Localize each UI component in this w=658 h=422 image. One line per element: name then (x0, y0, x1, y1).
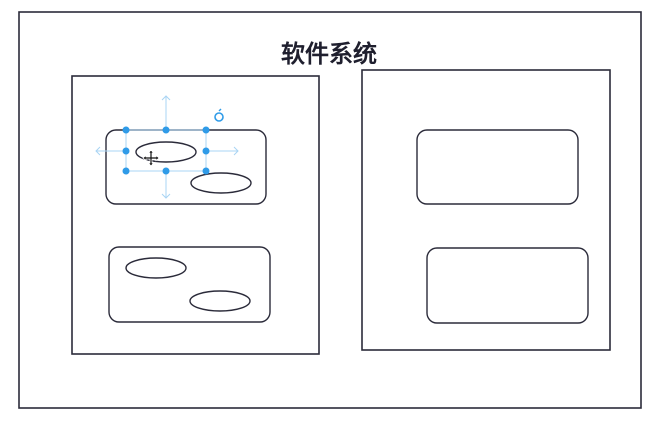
right-bottom-box[interactable] (426, 247, 589, 324)
selection-box (125, 129, 207, 172)
move-cursor-icon (142, 149, 160, 167)
ellipse-2[interactable] (190, 172, 252, 194)
right-container[interactable] (361, 69, 611, 351)
ellipse-1[interactable] (135, 141, 197, 163)
resize-handle-bottom[interactable] (162, 167, 170, 175)
resize-handles[interactable] (122, 126, 210, 175)
ellipse-4[interactable] (189, 290, 251, 312)
resize-handle-bottom-left[interactable] (122, 167, 130, 175)
right-top-box[interactable] (416, 129, 579, 205)
left-bottom-box[interactable] (108, 246, 271, 323)
diagram-title[interactable]: 软件系统 (281, 40, 377, 68)
selection-guides (95, 95, 239, 199)
left-top-box[interactable] (105, 129, 267, 205)
rotate-handle-icon[interactable] (214, 108, 224, 122)
ellipse-3[interactable] (125, 257, 187, 279)
resize-handle-bottom-right[interactable] (202, 167, 210, 175)
left-container[interactable] (71, 75, 320, 355)
resize-handle-top[interactable] (162, 126, 170, 134)
resize-handle-top-right[interactable] (202, 126, 210, 134)
outer-frame[interactable] (18, 11, 642, 409)
resize-handle-top-left[interactable] (122, 126, 130, 134)
resize-handle-right[interactable] (202, 147, 210, 155)
resize-handle-left[interactable] (122, 147, 130, 155)
